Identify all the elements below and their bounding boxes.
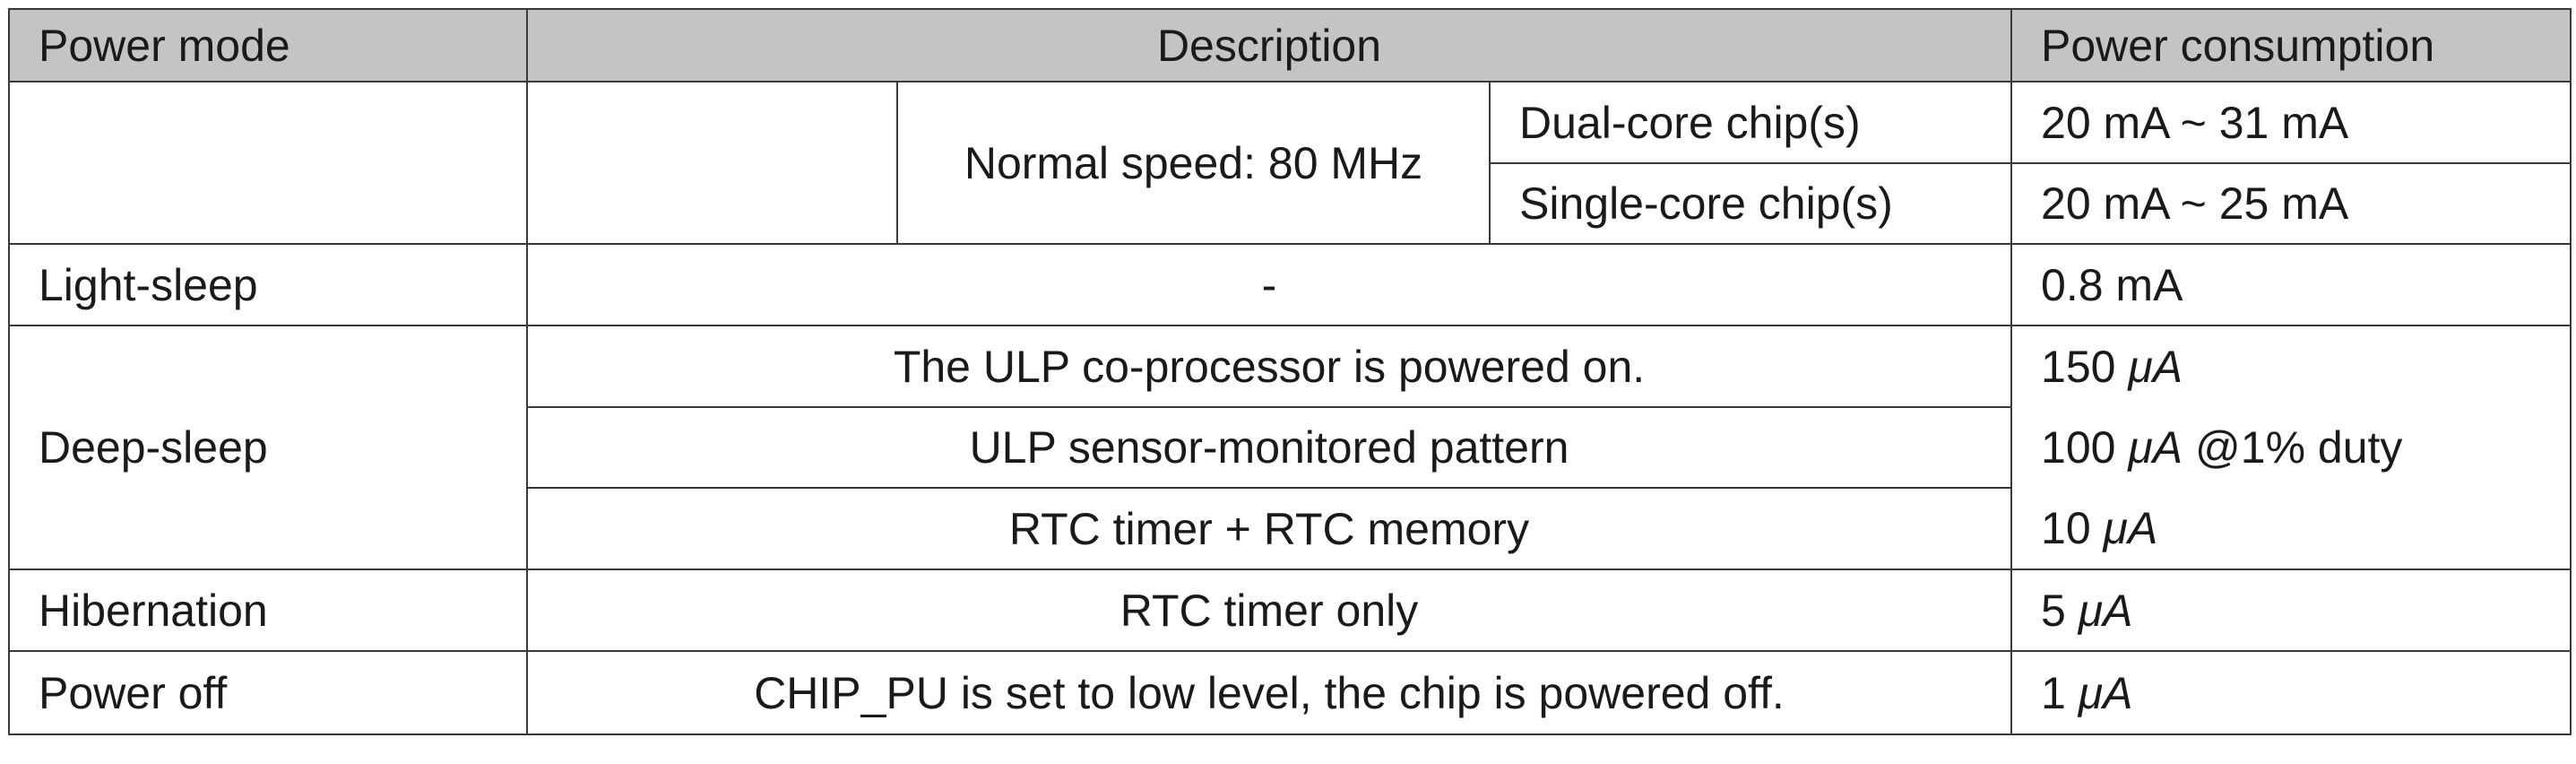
cell-active-description-blank xyxy=(526,81,898,245)
cell-power-off-power: 1 μA xyxy=(2010,650,2572,735)
cell-dual-core-chip: Dual-core chip(s) xyxy=(1488,81,2013,164)
cell-light-sleep-power: 0.8 mA xyxy=(2010,243,2572,326)
cell-single-core-power: 20 mA ~ 25 mA xyxy=(2010,162,2572,245)
power-value: 10 xyxy=(2041,503,2091,553)
cell-hibernation-power: 5 μA xyxy=(2010,569,2572,652)
cell-deep-sleep-power-ulp-pattern: 100 μA @1% duty xyxy=(2010,407,2572,488)
power-unit: μA xyxy=(2128,342,2183,392)
table-row-deep-sleep-rtc: RTC timer + RTC memory 10 μA xyxy=(9,487,2572,570)
header-description: Description xyxy=(525,8,2013,82)
table-row-active-single: Single-core chip(s) 20 mA ~ 25 mA xyxy=(9,162,2572,245)
table-row-active-dual: Normal speed: 80 MHz Dual-core chip(s) 2… xyxy=(8,81,2572,245)
cell-single-core-chip: Single-core chip(s) xyxy=(1488,162,2013,245)
table-row-power-off: Power off CHIP_PU is set to low level, t… xyxy=(8,650,2572,735)
cell-normal-speed: Normal speed: 80 MHz xyxy=(896,81,1491,245)
power-unit: μA xyxy=(2078,585,2133,636)
cell-hibernation-mode: Hibernation xyxy=(8,569,528,652)
table-row-deep-sleep-ulp-on: Deep-sleep The ULP co-processor is power… xyxy=(8,325,2572,570)
cell-power-off-description: CHIP_PU is set to low level, the chip is… xyxy=(525,650,2013,735)
cell-light-sleep-description: - xyxy=(525,243,2013,326)
cell-hibernation-description: RTC timer only xyxy=(525,569,2013,652)
table-header-row: Power mode Description Power consumption xyxy=(8,8,2572,82)
cell-deep-sleep-description-ulp-on: The ULP co-processor is powered on. xyxy=(525,325,2013,408)
cell-deep-sleep-description-ulp-pattern: ULP sensor-monitored pattern xyxy=(525,406,2013,489)
power-value: 100 xyxy=(2041,422,2116,473)
power-unit: μA xyxy=(2128,422,2183,473)
power-suffix: @1% duty xyxy=(2195,422,2403,473)
power-unit: μA xyxy=(2078,667,2133,718)
power-value: 5 xyxy=(2041,585,2066,636)
cell-deep-sleep-power-ulp-on: 150 μA xyxy=(2010,325,2572,407)
table-row-light-sleep: Light-sleep - 0.8 mA xyxy=(8,243,2572,326)
power-unit: μA xyxy=(2103,503,2158,553)
table-row-deep-sleep-ulp-pattern: ULP sensor-monitored pattern 100 μA @1% … xyxy=(9,406,2572,489)
header-power-mode: Power mode xyxy=(8,8,528,82)
cell-light-sleep-mode: Light-sleep xyxy=(8,243,528,326)
power-modes-table: Power mode Description Power consumption… xyxy=(8,8,2572,735)
cell-power-off-mode: Power off xyxy=(8,650,528,735)
cell-active-power-mode xyxy=(8,81,528,245)
power-modes-table-container: Power mode Description Power consumption… xyxy=(8,8,2572,735)
cell-deep-sleep-description-rtc: RTC timer + RTC memory xyxy=(525,487,2013,570)
cell-dual-core-power: 20 mA ~ 31 mA xyxy=(2010,81,2572,164)
cell-deep-sleep-mode: Deep-sleep xyxy=(8,325,528,570)
header-power-consumption: Power consumption xyxy=(2010,8,2572,82)
power-value: 150 xyxy=(2041,342,2116,392)
power-value: 1 xyxy=(2041,667,2066,718)
cell-deep-sleep-power-rtc: 10 μA xyxy=(2010,488,2572,570)
table-row-hibernation: Hibernation RTC timer only 5 μA xyxy=(8,569,2572,652)
